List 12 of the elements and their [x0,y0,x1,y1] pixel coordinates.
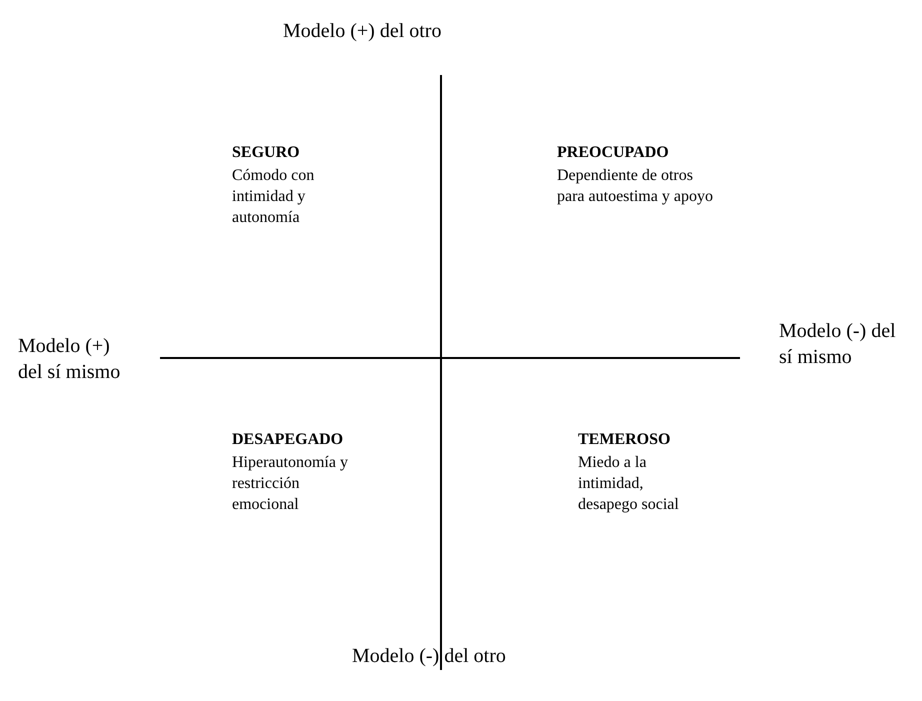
axis-label: Modelo (+) del otro [283,19,442,44]
quadrant-description: Hiperautonomía y restricción emocional [232,453,349,515]
axis-label: Modelo (-) del otro [352,644,506,669]
quadrant-title: PREOCUPADO [557,143,669,163]
quadrant-description: Dependiente de otros para autoestima y apoyo [557,166,714,207]
axis-label: Modelo (-) del sí mismo [779,319,897,370]
quadrant-title: TEMEROSO [578,430,670,450]
quadrant-title: DESAPEGADO [232,430,344,450]
quadrant-description: Cómodo con intimidad y autonomía [232,166,316,228]
quadrant-description: Miedo a la intimidad, desapego social [578,453,680,515]
axis-label: Modelo (+) del sí mismo [18,334,122,385]
quadrant-title: SEGURO [232,143,300,163]
